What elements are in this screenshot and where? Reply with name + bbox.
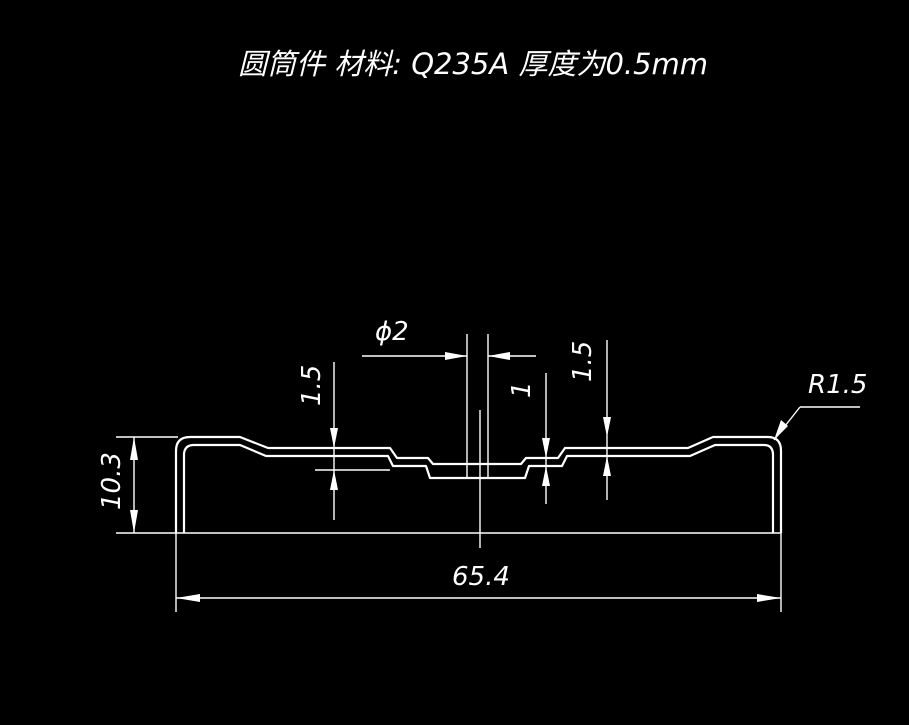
step-right-arrow-top: [603, 417, 611, 437]
step-left-label: 1.5: [297, 365, 327, 406]
width-dim-arrow-left: [176, 594, 200, 602]
width-dim-arrow-right: [757, 594, 781, 602]
step-right-arrow-bottom: [603, 456, 611, 476]
width-label: 65.4: [452, 562, 510, 592]
part-inner-profile: [182, 443, 775, 533]
drawing-title: 圆筒件 材料: Q235A 厚度为0.5mm: [238, 47, 708, 81]
hole-dim-arrow-right: [488, 352, 510, 360]
height-dim-arrow-top: [130, 437, 138, 460]
hole-dim-arrow-left: [445, 352, 467, 360]
height-label: 10.3: [97, 452, 127, 510]
step-center-arrow-top: [542, 438, 550, 458]
step-center-label: 1: [507, 381, 537, 398]
step-center-arrow-bottom: [542, 466, 550, 486]
part-outer-profile: [174, 435, 783, 533]
step-left-arrow-bottom: [330, 470, 338, 490]
step-right-label: 1.5: [568, 341, 598, 382]
radius-label: R1.5: [808, 370, 867, 400]
hole-diameter-label: ϕ2: [375, 317, 409, 347]
height-dim-arrow-bottom: [130, 510, 138, 533]
step-left-arrow-top: [330, 428, 338, 448]
radius-leader-arrow: [774, 420, 788, 440]
